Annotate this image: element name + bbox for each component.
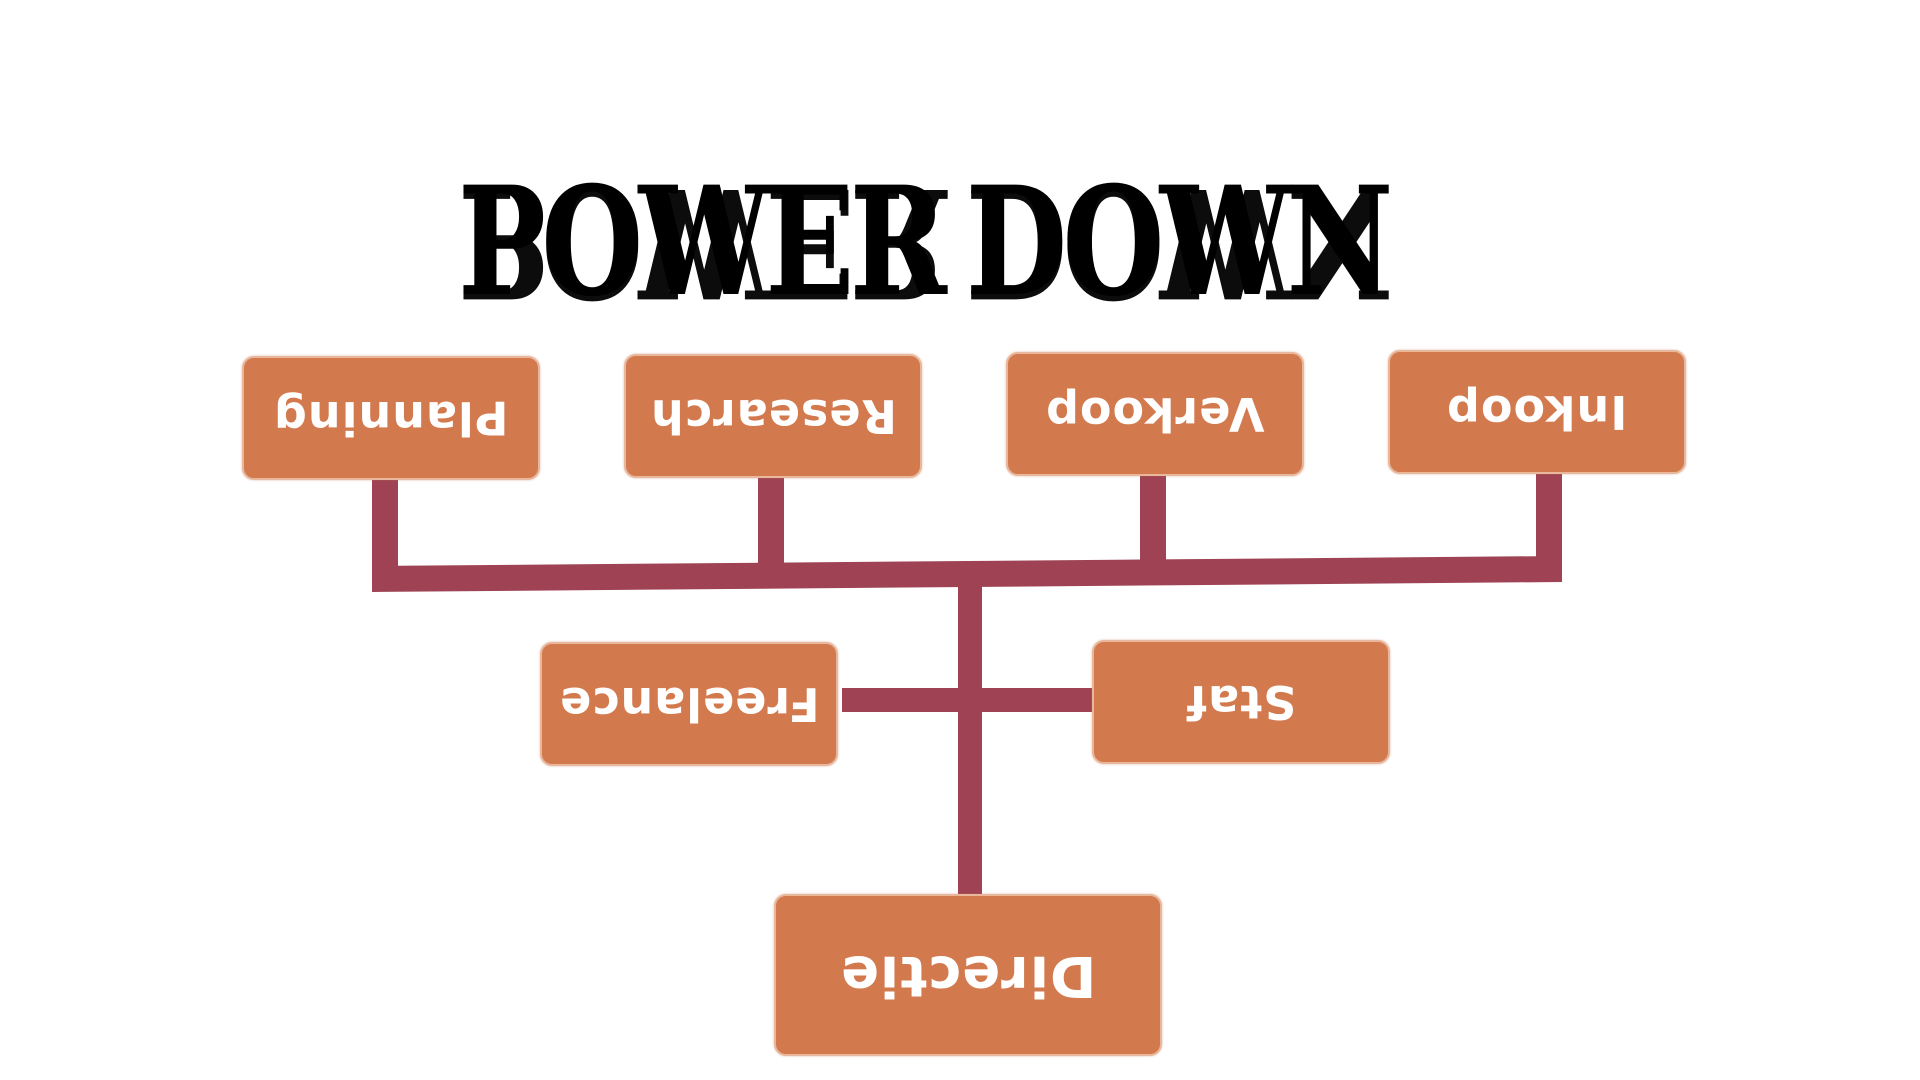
verkoop-drop-connector xyxy=(1140,472,1166,576)
node-research: Research xyxy=(624,354,922,478)
trunk-connector xyxy=(958,578,982,900)
research-drop-connector xyxy=(758,474,784,578)
node-staf: Staf xyxy=(1092,640,1390,764)
planning-drop-connector xyxy=(372,476,398,580)
node-verkoop-label: Verkoop xyxy=(1045,387,1265,441)
title-word-down: DOWN xyxy=(965,154,1394,330)
node-directie-label: Directie xyxy=(839,942,1097,1008)
node-inkoop-label: Inkoop xyxy=(1446,385,1628,439)
node-planning: Planning xyxy=(242,356,540,480)
node-directie: Directie xyxy=(774,894,1162,1056)
node-freelance: Freelance xyxy=(540,642,838,766)
middle-branch-connector xyxy=(842,688,1094,712)
node-staf-label: Staf xyxy=(1185,675,1297,729)
top-bus-connector xyxy=(372,556,1562,592)
node-verkoop: Verkoop xyxy=(1006,352,1304,476)
inkoop-drop-connector xyxy=(1536,468,1562,572)
node-planning-label: Planning xyxy=(273,391,509,445)
node-freelance-label: Freelance xyxy=(558,677,820,731)
node-research-label: Research xyxy=(649,389,897,443)
node-inkoop: Inkoop xyxy=(1388,350,1686,474)
title-word-power: POWER xyxy=(458,154,947,330)
